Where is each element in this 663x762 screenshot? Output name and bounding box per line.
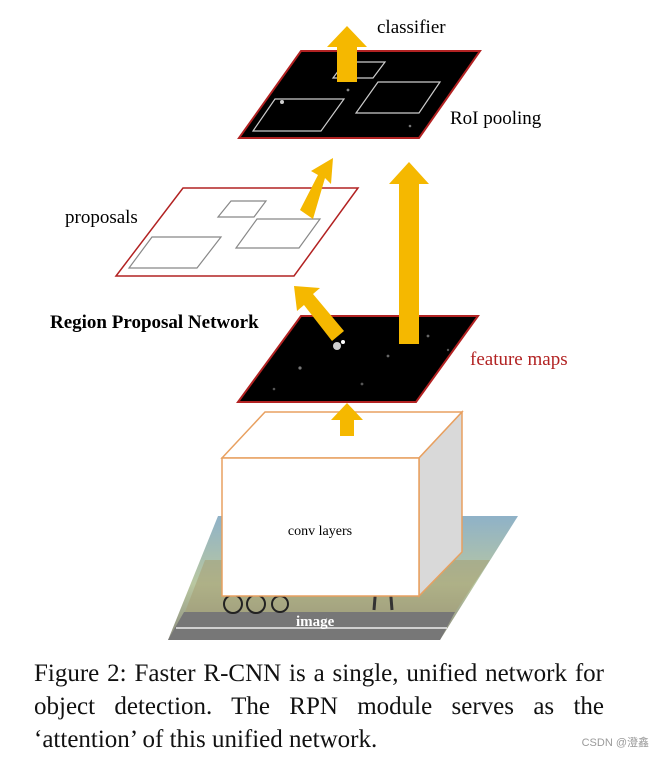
arrow-roi-to-classifier [327, 26, 367, 82]
rpn-label: Region Proposal Network [50, 312, 259, 333]
conv-layers-label: conv layers [288, 524, 352, 539]
roi-pooling-plane: RoI pooling [237, 50, 542, 139]
conv-layers-box: conv layers [220, 410, 464, 598]
figure-caption: Figure 2: Faster R-CNN is a single, unif… [34, 660, 604, 753]
feature-maps-label: feature maps [470, 349, 568, 370]
arrows [294, 26, 429, 436]
arrow-conv-to-features [331, 403, 363, 436]
roi-pooling-label: RoI pooling [450, 108, 542, 129]
proposals-plane: proposals [65, 187, 360, 277]
proposals-label: proposals [65, 207, 138, 228]
arrow-rpn [294, 286, 344, 341]
classifier-label: classifier [377, 17, 446, 38]
image-label: image [296, 614, 335, 630]
watermark: CSDN @澄鑫 [581, 737, 649, 749]
faster-rcnn-diagram: image conv layers feature maps proposals [50, 17, 568, 640]
arrow-proposals-to-roi [300, 158, 333, 219]
arrow-features-to-roi [389, 162, 429, 344]
